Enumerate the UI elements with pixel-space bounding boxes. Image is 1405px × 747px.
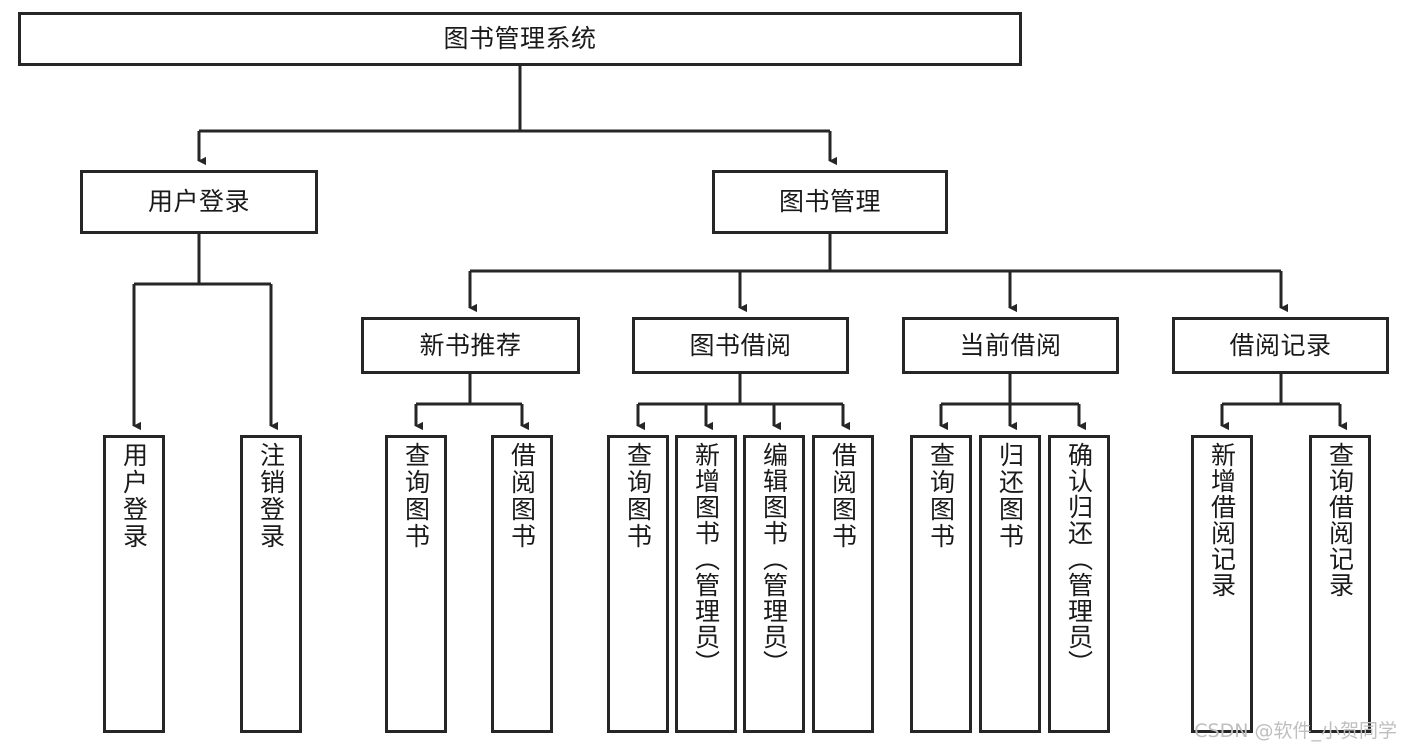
node-user-login[interactable]: 用户登录 <box>80 170 318 234</box>
node-new-book-recommendation[interactable]: 新书推荐 <box>361 317 580 374</box>
node-label: 用户登录 <box>147 187 250 217</box>
node-label: 编辑图书（管理员） <box>759 442 789 676</box>
leaf-logout[interactable]: 注销登录 <box>240 435 302 733</box>
node-label: 借阅图书 <box>507 442 537 550</box>
node-borrow-records[interactable]: 借阅记录 <box>1172 317 1389 374</box>
node-label: 图书管理 <box>778 187 881 217</box>
leaf-borrow-books-new[interactable]: 借阅图书 <box>491 435 553 733</box>
node-label: 新书推荐 <box>419 330 522 360</box>
node-label: 查询图书 <box>623 442 653 550</box>
csdn-watermark: CSDN @软件_小贺同学 <box>1194 720 1397 742</box>
leaf-user-login[interactable]: 用户登录 <box>103 435 165 733</box>
node-label: 归还图书 <box>995 442 1025 550</box>
node-label: 查询图书 <box>926 442 956 550</box>
leaf-add-book-admin[interactable]: 新增图书（管理员） <box>675 435 737 733</box>
node-book-borrowing[interactable]: 图书借阅 <box>632 317 849 374</box>
leaf-add-borrow-record[interactable]: 新增借阅记录 <box>1191 435 1253 733</box>
node-label: 注销登录 <box>256 442 286 550</box>
node-label: 图书借阅 <box>689 330 792 360</box>
node-book-management[interactable]: 图书管理 <box>712 170 948 234</box>
node-root-book-management-system[interactable]: 图书管理系统 <box>18 12 1022 66</box>
node-current-borrowing[interactable]: 当前借阅 <box>902 317 1119 374</box>
node-label: 图书管理系统 <box>443 24 597 54</box>
leaf-edit-book-admin[interactable]: 编辑图书（管理员） <box>743 435 805 733</box>
node-label: 借阅图书 <box>828 442 858 550</box>
leaf-query-books-borrow[interactable]: 查询图书 <box>607 435 669 733</box>
leaf-query-borrow-record[interactable]: 查询借阅记录 <box>1309 435 1371 733</box>
node-label: 当前借阅 <box>959 330 1062 360</box>
node-label: 借阅记录 <box>1229 330 1332 360</box>
leaf-query-books-new[interactable]: 查询图书 <box>385 435 447 733</box>
leaf-confirm-return-admin[interactable]: 确认归还（管理员） <box>1048 435 1110 733</box>
node-label: 查询借阅记录 <box>1325 442 1355 598</box>
leaf-query-books-current[interactable]: 查询图书 <box>910 435 972 733</box>
node-label: 查询图书 <box>401 442 431 550</box>
leaf-return-books[interactable]: 归还图书 <box>979 435 1041 733</box>
leaf-borrow-books[interactable]: 借阅图书 <box>812 435 874 733</box>
node-label: 新增借阅记录 <box>1207 442 1237 598</box>
node-label: 用户登录 <box>119 442 149 550</box>
node-label: 确认归还（管理员） <box>1064 442 1094 676</box>
node-label: 新增图书（管理员） <box>691 442 721 676</box>
